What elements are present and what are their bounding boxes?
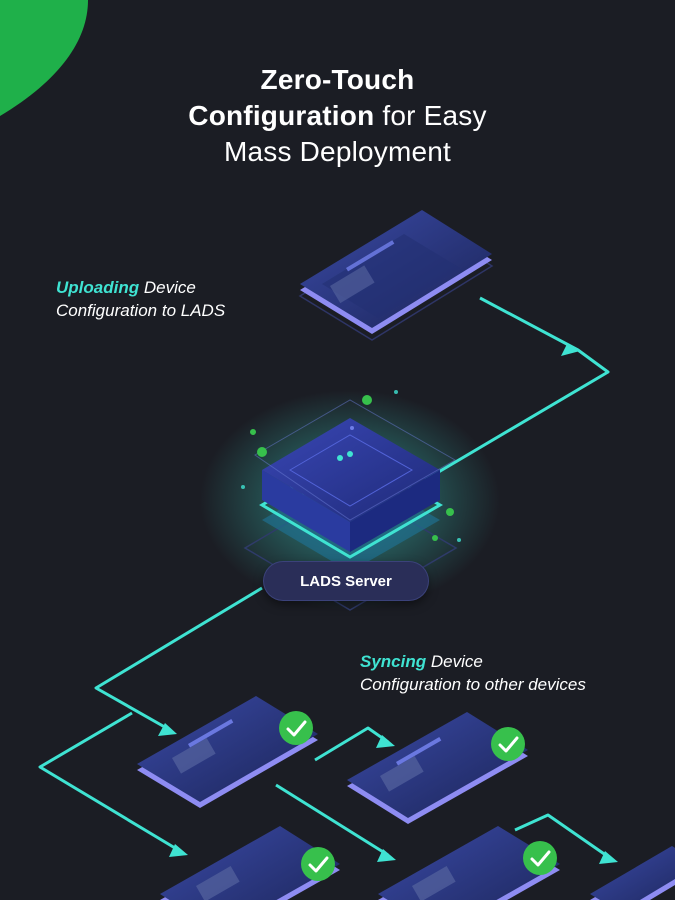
server-label: LADS Server — [264, 562, 428, 600]
target-device-2 — [347, 712, 528, 824]
check-circle-icon — [523, 841, 557, 875]
sync-main-path — [94, 586, 263, 732]
upload-caption-rest: Device — [139, 278, 196, 297]
title-line-3: Mass Deployment — [223, 136, 452, 167]
sync-branch-right — [514, 813, 611, 860]
sync-caption-rest: Device — [426, 652, 483, 671]
check-circle-icon — [301, 847, 335, 881]
source-device — [298, 210, 494, 341]
upload-caption-accent: Uploading — [56, 278, 140, 297]
lads-server — [200, 390, 500, 611]
server-label-text: LADS Server — [300, 572, 392, 590]
target-device-5 — [590, 846, 675, 900]
title-line-2-bold: Configuration — [188, 100, 375, 131]
title-line-1: Zero-Touch — [260, 64, 415, 95]
arrow-device-1 — [158, 723, 177, 736]
arrow-device-4 — [377, 849, 396, 862]
target-device-3 — [160, 826, 340, 900]
arrow-device-3 — [169, 844, 188, 857]
page-title: Zero-Touch Configuration for Easy Mass D… — [0, 62, 675, 170]
upload-path — [424, 296, 610, 482]
check-circle-icon — [279, 711, 313, 745]
upload-caption: Uploading Device Configuration to LADS — [56, 276, 225, 322]
brand-corner-shape — [0, 0, 88, 116]
arrowheads — [158, 344, 618, 864]
sync-branch-mid — [275, 783, 389, 857]
upload-caption-line-2: Configuration to LADS — [56, 301, 226, 320]
arrow-device-6 — [599, 851, 618, 864]
target-device-4 — [378, 826, 560, 900]
sync-caption: Syncing Device Configuration to other de… — [360, 650, 586, 696]
arrow-device-2 — [376, 735, 395, 748]
arrow-upload — [561, 344, 580, 356]
check-circle-icon — [491, 727, 525, 761]
sync-caption-line-2: Configuration to other devices — [360, 675, 586, 694]
title-line-2-rest: for Easy — [374, 100, 487, 131]
sync-caption-accent: Syncing — [360, 652, 427, 671]
target-device-1 — [137, 696, 318, 808]
sync-branch-upper — [314, 726, 389, 762]
sync-branch-left — [38, 711, 181, 853]
